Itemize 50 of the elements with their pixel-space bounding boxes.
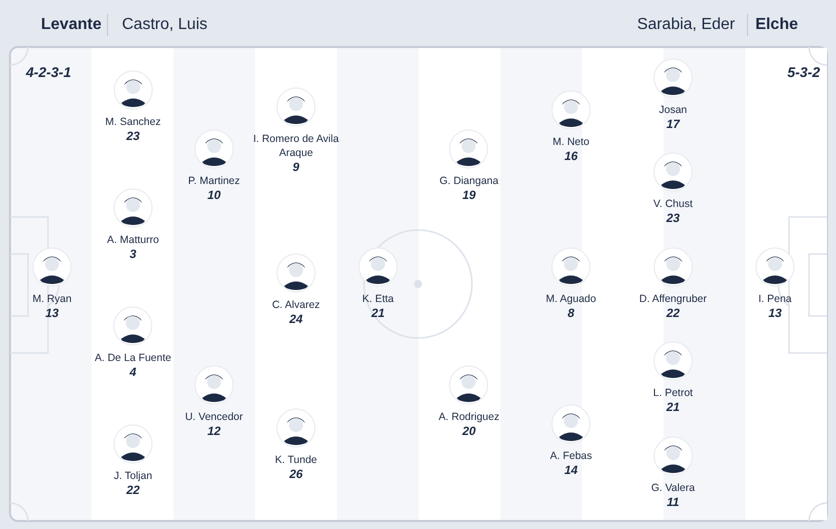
- player-name: P. Martinez: [188, 174, 240, 188]
- player-name: U. Vencedor: [185, 410, 243, 424]
- shirt-number: 23: [666, 211, 680, 226]
- player-name: K. Etta: [362, 292, 394, 306]
- player-name: M. Sanchez: [105, 115, 161, 129]
- player-name: M. Aguado: [546, 292, 596, 306]
- shirt-number: 9: [292, 160, 300, 175]
- shirt-number: 3: [130, 247, 136, 262]
- player-name: A. Febas: [550, 449, 592, 463]
- shirt-number: 11: [666, 495, 680, 510]
- shirt-number: 16: [564, 149, 578, 164]
- shirt-number: 12: [207, 424, 221, 439]
- player-name: A. Rodriguez: [438, 410, 500, 424]
- player-name: J. Toljan: [114, 469, 152, 483]
- shirt-number: 24: [289, 312, 303, 327]
- player-name: C. Alvarez: [272, 298, 320, 312]
- shirt-number: 19: [462, 188, 476, 203]
- shirt-number: 26: [289, 467, 303, 482]
- player-name: G. Valera: [651, 481, 695, 495]
- shirt-number: 20: [462, 424, 476, 439]
- team-name: Elche: [755, 15, 798, 35]
- player-name: M. Ryan: [32, 292, 72, 306]
- shirt-number: 13: [768, 306, 782, 321]
- player-name: G. Diangana: [440, 174, 498, 188]
- shirt-number: 22: [666, 306, 680, 321]
- player-name: V. Chust: [653, 197, 693, 211]
- player-name: A. Matturro: [107, 233, 159, 247]
- shirt-number: 10: [207, 188, 221, 203]
- player-name: Josan: [658, 103, 688, 117]
- shirt-number: 17: [666, 117, 680, 132]
- player-name: A. De La Fuente: [94, 351, 172, 365]
- shirt-number: 22: [126, 483, 140, 498]
- team-name: Levante: [41, 15, 102, 35]
- shirt-number: 23: [126, 129, 140, 144]
- formation-label: 5-3-2: [787, 64, 820, 80]
- player-name: I. Pena: [758, 292, 792, 306]
- player-name: L. Petrot: [653, 386, 693, 400]
- shirt-number: 21: [371, 306, 385, 321]
- shirt-number: 14: [564, 463, 578, 478]
- shirt-number: 21: [666, 400, 680, 415]
- shirt-number: 8: [568, 306, 574, 321]
- shirt-number: 4: [130, 365, 136, 380]
- player-name: I. Romero de Avila Araque: [252, 132, 340, 160]
- player-name: K. Tunde: [274, 453, 318, 467]
- player-name: M. Neto: [552, 135, 590, 149]
- coach-name: Sarabia, Eder: [637, 15, 735, 35]
- formation-label: 4-2-3-1: [26, 64, 72, 80]
- player-name: D. Affengruber: [639, 292, 707, 306]
- shirt-number: 13: [45, 306, 59, 321]
- coach-name: Castro, Luis: [122, 15, 208, 35]
